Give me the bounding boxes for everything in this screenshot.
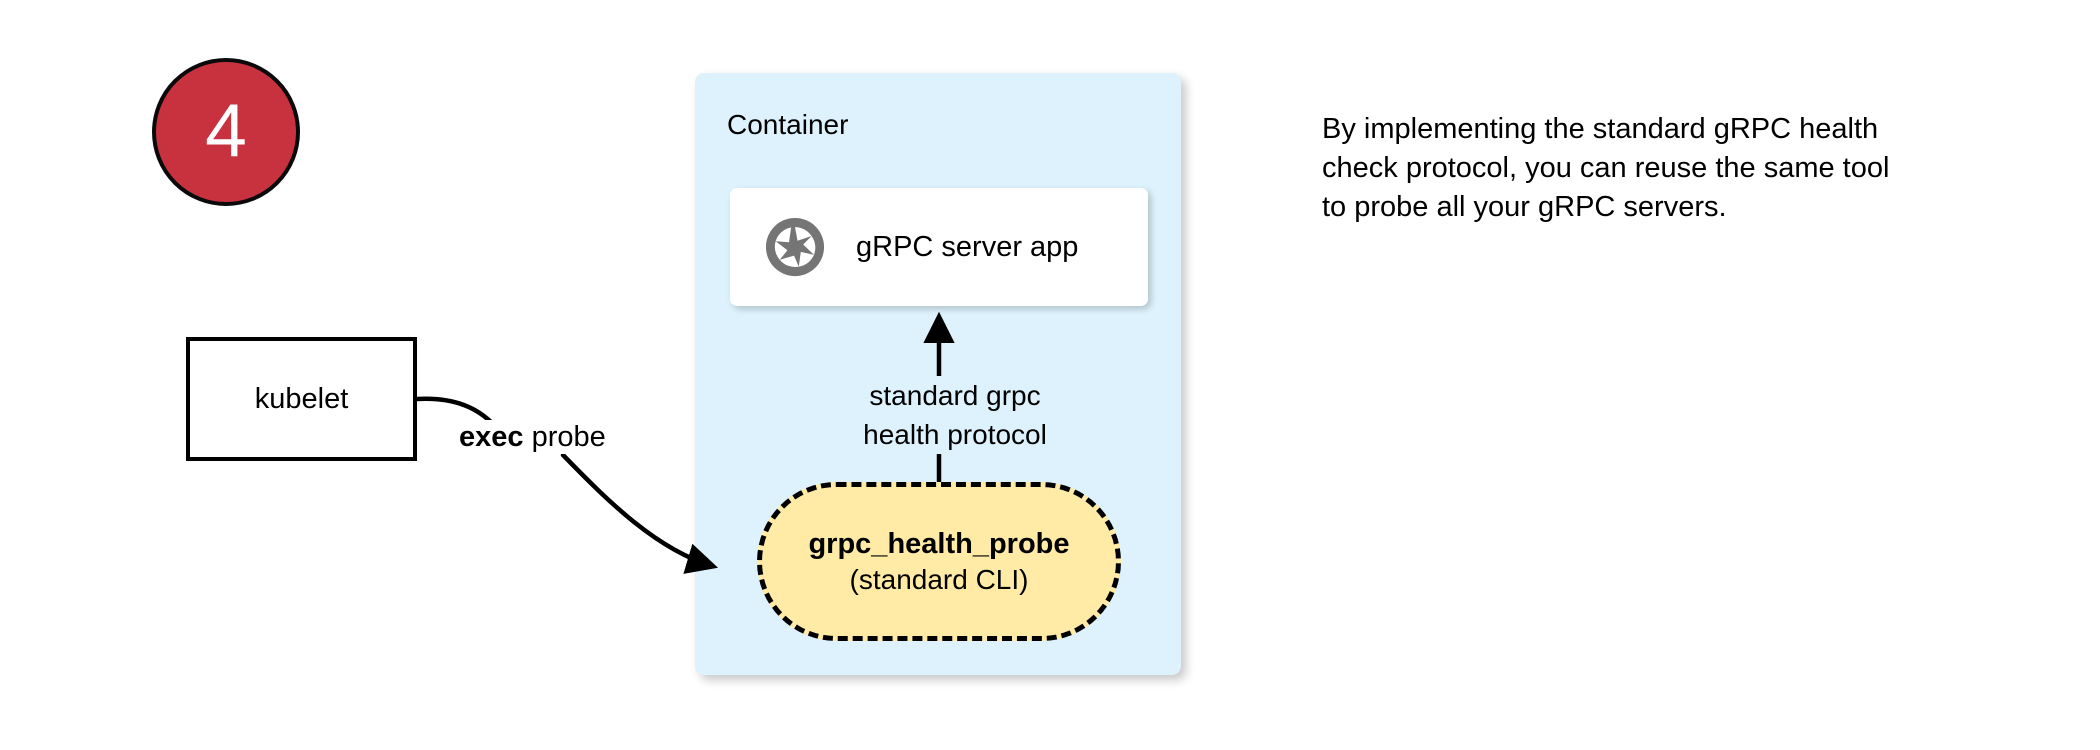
exec-probe-arrow-segment-b xyxy=(560,452,719,574)
kubelet-box: kubelet xyxy=(186,337,417,461)
grpc-server-app-label: gRPC server app xyxy=(856,231,1079,263)
grpc-aperture-icon xyxy=(765,217,825,277)
container-title: Container xyxy=(727,109,849,140)
grpc-server-app-card: gRPC server app xyxy=(730,188,1148,306)
kubelet-label: kubelet xyxy=(254,383,349,415)
grpc-health-probe-node: grpc_health_probe (standard CLI) xyxy=(757,482,1121,641)
health-protocol-line-1: standard grpc xyxy=(840,376,1070,415)
caption-text: By implementing the standard gRPC health… xyxy=(1322,113,1890,223)
grpc-health-probe-subtitle: (standard CLI) xyxy=(849,563,1029,595)
health-protocol-label: standard grpc health protocol xyxy=(840,376,1070,454)
step-number-badge: 4 xyxy=(152,58,300,206)
step-number-label: 4 xyxy=(205,87,247,172)
health-protocol-line-2: health protocol xyxy=(840,415,1070,454)
exec-probe-label: exec probe xyxy=(456,420,609,454)
exec-probe-suffix: probe xyxy=(523,421,606,453)
exec-probe-keyword: exec xyxy=(459,421,524,453)
grpc-health-probe-title: grpc_health_probe xyxy=(808,527,1070,560)
